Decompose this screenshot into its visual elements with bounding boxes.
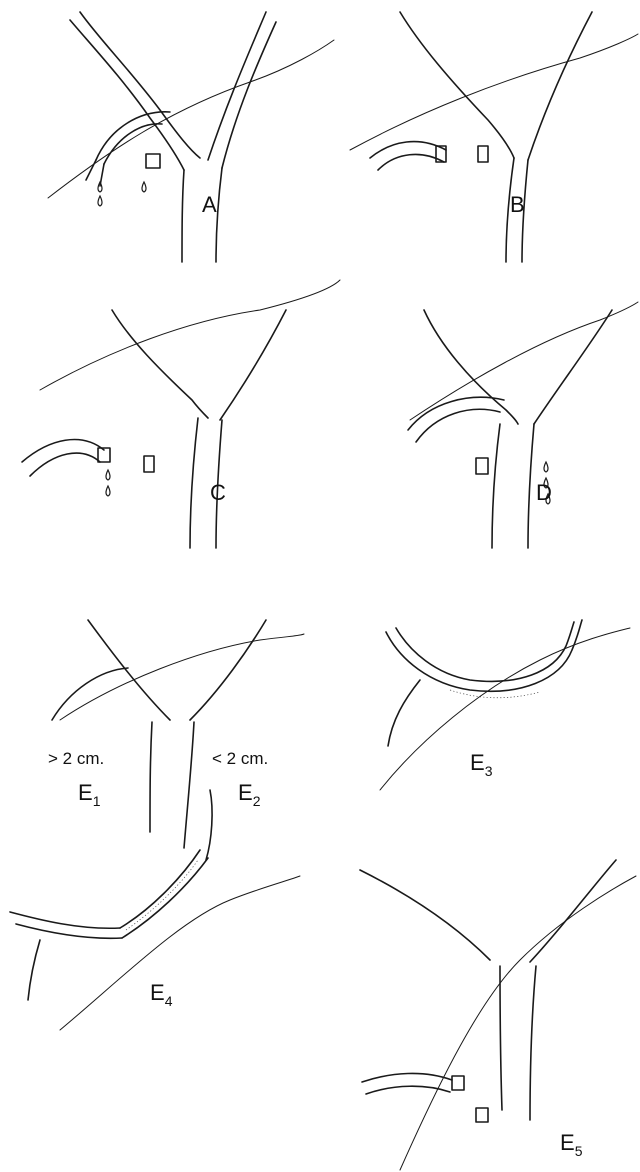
panel-e4: E4 <box>10 790 300 1030</box>
panel-e4-graft-segment <box>120 850 200 928</box>
panel-a-label: A <box>202 192 217 217</box>
panel-e4-background-contour <box>60 876 300 1030</box>
panel-d: D <box>408 302 638 548</box>
panel-e3-label: E3 <box>470 750 493 779</box>
panel-a-vessel-left-branch <box>80 12 200 158</box>
panel-a-branch-tip <box>86 160 104 186</box>
panel-d-vessel-trunk-right <box>528 424 534 548</box>
panel-e5-vessel-left-branch <box>360 870 490 960</box>
panel-d-background-contour <box>410 302 638 420</box>
panel-e5-detached-branch <box>362 1073 452 1082</box>
panel-e5-vessel-trunk-left <box>500 966 502 1110</box>
panel-e1-vessel-right-branch <box>190 620 266 720</box>
panel-d-clamp <box>476 458 488 474</box>
panel-a-vessel-right-branch-inner <box>222 22 276 168</box>
panel-a: A <box>48 12 334 262</box>
panel-e5-clamp-proximal <box>476 1108 488 1122</box>
panel-e3: E3 <box>380 620 630 790</box>
panel-e4-horizontal-vessel <box>10 912 120 928</box>
panel-b-detached-branch-inner <box>378 154 444 170</box>
panel-e2-note: < 2 cm. <box>212 749 268 768</box>
panel-c-detached-branch-inner <box>30 453 100 476</box>
panel-b: B <box>350 12 638 262</box>
panel-b-vessel-right-branch <box>528 12 592 160</box>
panel-a-vessel-trunk-left <box>182 170 184 262</box>
panel-c-vessel-left-branch <box>112 310 208 418</box>
panel-c: C <box>22 280 340 548</box>
panel-e2-label: E2 <box>238 780 261 809</box>
panel-e5-vessel-right-branch <box>530 860 616 962</box>
panel-a-detached-branch-inner <box>104 124 162 164</box>
panel-d-arched-branch-inner <box>416 409 500 442</box>
panel-e5-clamp-distal <box>452 1076 464 1090</box>
panel-e4-upper-branch <box>206 790 212 860</box>
panel-e1-label: E1 <box>78 780 101 809</box>
panel-e4-label: E4 <box>150 980 173 1009</box>
panel-b-vessel-left-branch <box>400 12 514 158</box>
panel-a-vessel-right-branch <box>208 12 266 160</box>
panel-c-background-contour <box>40 280 340 390</box>
panel-d-label: D <box>536 480 552 505</box>
panel-e4-horizontal-vessel-inner <box>16 924 122 938</box>
panel-c-drop-1 <box>106 470 110 480</box>
panel-a-drop-3 <box>142 182 146 192</box>
panel-e3-background-contour <box>380 628 630 790</box>
panel-e5-label: E5 <box>560 1130 583 1159</box>
panel-c-label: C <box>210 480 226 505</box>
panel-d-vessel-right-branch <box>534 310 612 424</box>
panel-a-vessel-left-branch-inner <box>70 20 184 170</box>
panel-c-detached-branch <box>22 440 104 462</box>
panel-a-drop-2 <box>98 196 102 206</box>
panel-e5: E5 <box>360 860 636 1170</box>
panel-c-vessel-trunk-left <box>190 418 198 548</box>
panel-a-background-contour <box>48 40 334 198</box>
panel-e1-vessel-trunk-right <box>184 722 194 848</box>
panel-e4-lower-branch <box>28 940 40 1000</box>
panel-a-vessel-trunk-right <box>216 168 222 262</box>
panel-e5-background-contour <box>400 876 636 1170</box>
panel-b-clamp-proximal <box>478 146 488 162</box>
panel-b-label: B <box>510 192 525 217</box>
panel-c-drop-2 <box>106 486 110 496</box>
panel-d-drop-1 <box>544 462 548 472</box>
panel-e1-side-branch <box>52 668 128 720</box>
panel-b-background-contour <box>350 34 638 150</box>
panel-e1-e2: > 2 cm. < 2 cm. E1 E2 <box>48 620 304 848</box>
panel-c-vessel-right-branch <box>220 310 286 420</box>
panel-d-vessel-trunk-left <box>492 424 500 548</box>
panel-e3-lower-branch <box>388 680 420 746</box>
panel-e1-vessel-trunk-left <box>150 722 152 832</box>
panel-a-detached-branch <box>96 112 170 160</box>
panel-e4-graft-segment-inner <box>122 858 208 938</box>
panel-e1-note: > 2 cm. <box>48 749 104 768</box>
panel-a-cut-stump <box>146 154 160 168</box>
panel-e5-vessel-trunk-right <box>530 966 536 1120</box>
panel-c-clamp <box>144 456 154 472</box>
